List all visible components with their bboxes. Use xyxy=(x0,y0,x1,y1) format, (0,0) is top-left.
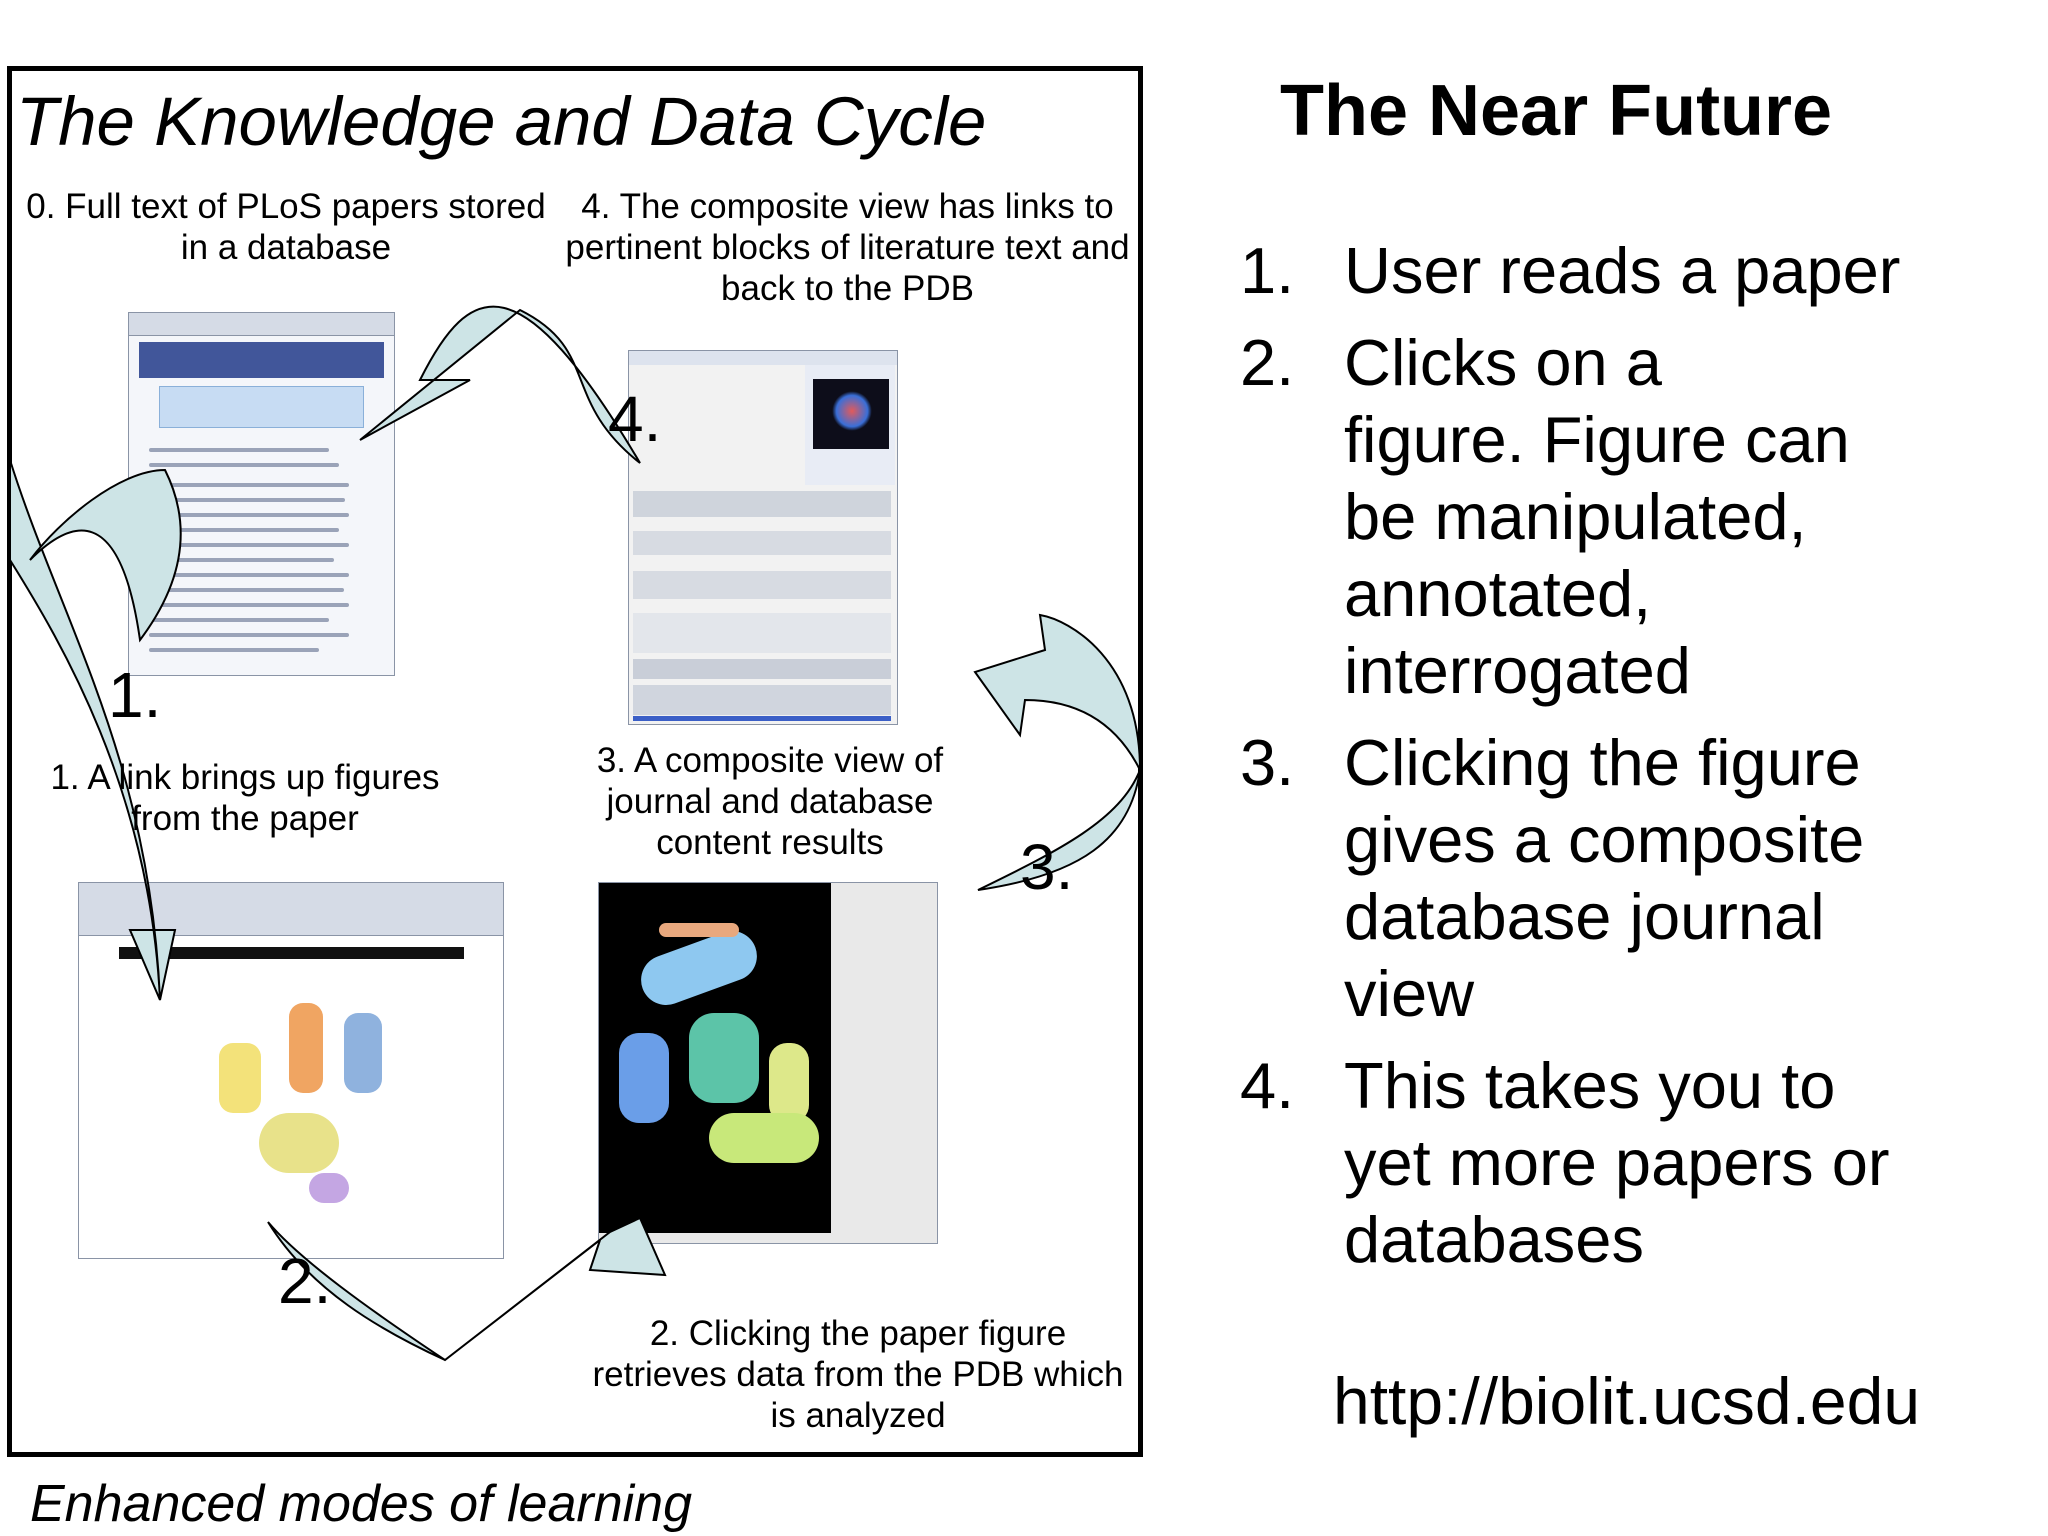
number-1: 1. xyxy=(108,659,162,731)
list-item: 1. User reads a paper xyxy=(1240,232,2040,309)
near-future-list: 1. User reads a paper 2. Clicks on a fig… xyxy=(1240,232,2040,1293)
list-item-number: 1. xyxy=(1240,234,1295,307)
list-item-number: 3. xyxy=(1240,726,1295,799)
near-future-title: The Near Future xyxy=(1280,71,1833,151)
number-2: 2. xyxy=(278,1245,332,1317)
list-item-text: Clicking the figure gives a composite da… xyxy=(1344,726,1865,1030)
number-3: 3. xyxy=(1020,831,1074,903)
biolit-url[interactable]: http://biolit.ucsd.edu xyxy=(1333,1364,1921,1438)
list-item-number: 4. xyxy=(1240,1049,1295,1122)
plos-paper-screenshot xyxy=(128,312,395,676)
step-0-label: 0. Full text of PLoS papers stored in a … xyxy=(26,187,546,267)
list-item-text: This takes you to yet more papers or dat… xyxy=(1344,1049,1890,1276)
number-4: 4. xyxy=(608,383,662,455)
list-item: 2. Clicks on a figure. Figure can be man… xyxy=(1240,324,2040,709)
list-item-number: 2. xyxy=(1240,326,1295,399)
list-item-text: User reads a paper xyxy=(1344,234,1901,307)
step-1-label: 1. A link brings up figures from the pap… xyxy=(50,758,440,838)
cycle-title: The Knowledge and Data Cycle xyxy=(16,83,987,160)
step-3-label: 3. A composite view of journal and datab… xyxy=(596,741,944,862)
paper-figure-screenshot xyxy=(78,882,504,1259)
list-item: 4. This takes you to yet more papers or … xyxy=(1240,1047,2040,1278)
step-4-label: 4. The composite view has links to perti… xyxy=(565,187,1130,308)
list-item-text: Clicks on a figure. Figure can be manipu… xyxy=(1344,326,1850,707)
composite-view-screenshot xyxy=(628,350,898,725)
list-item: 3. Clicking the figure gives a composite… xyxy=(1240,724,2040,1032)
pdb-viewer-screenshot xyxy=(598,882,938,1244)
step-2-label: 2. Clicking the paper figure retrieves d… xyxy=(592,1314,1124,1435)
caption: Enhanced modes of learning xyxy=(30,1475,693,1533)
